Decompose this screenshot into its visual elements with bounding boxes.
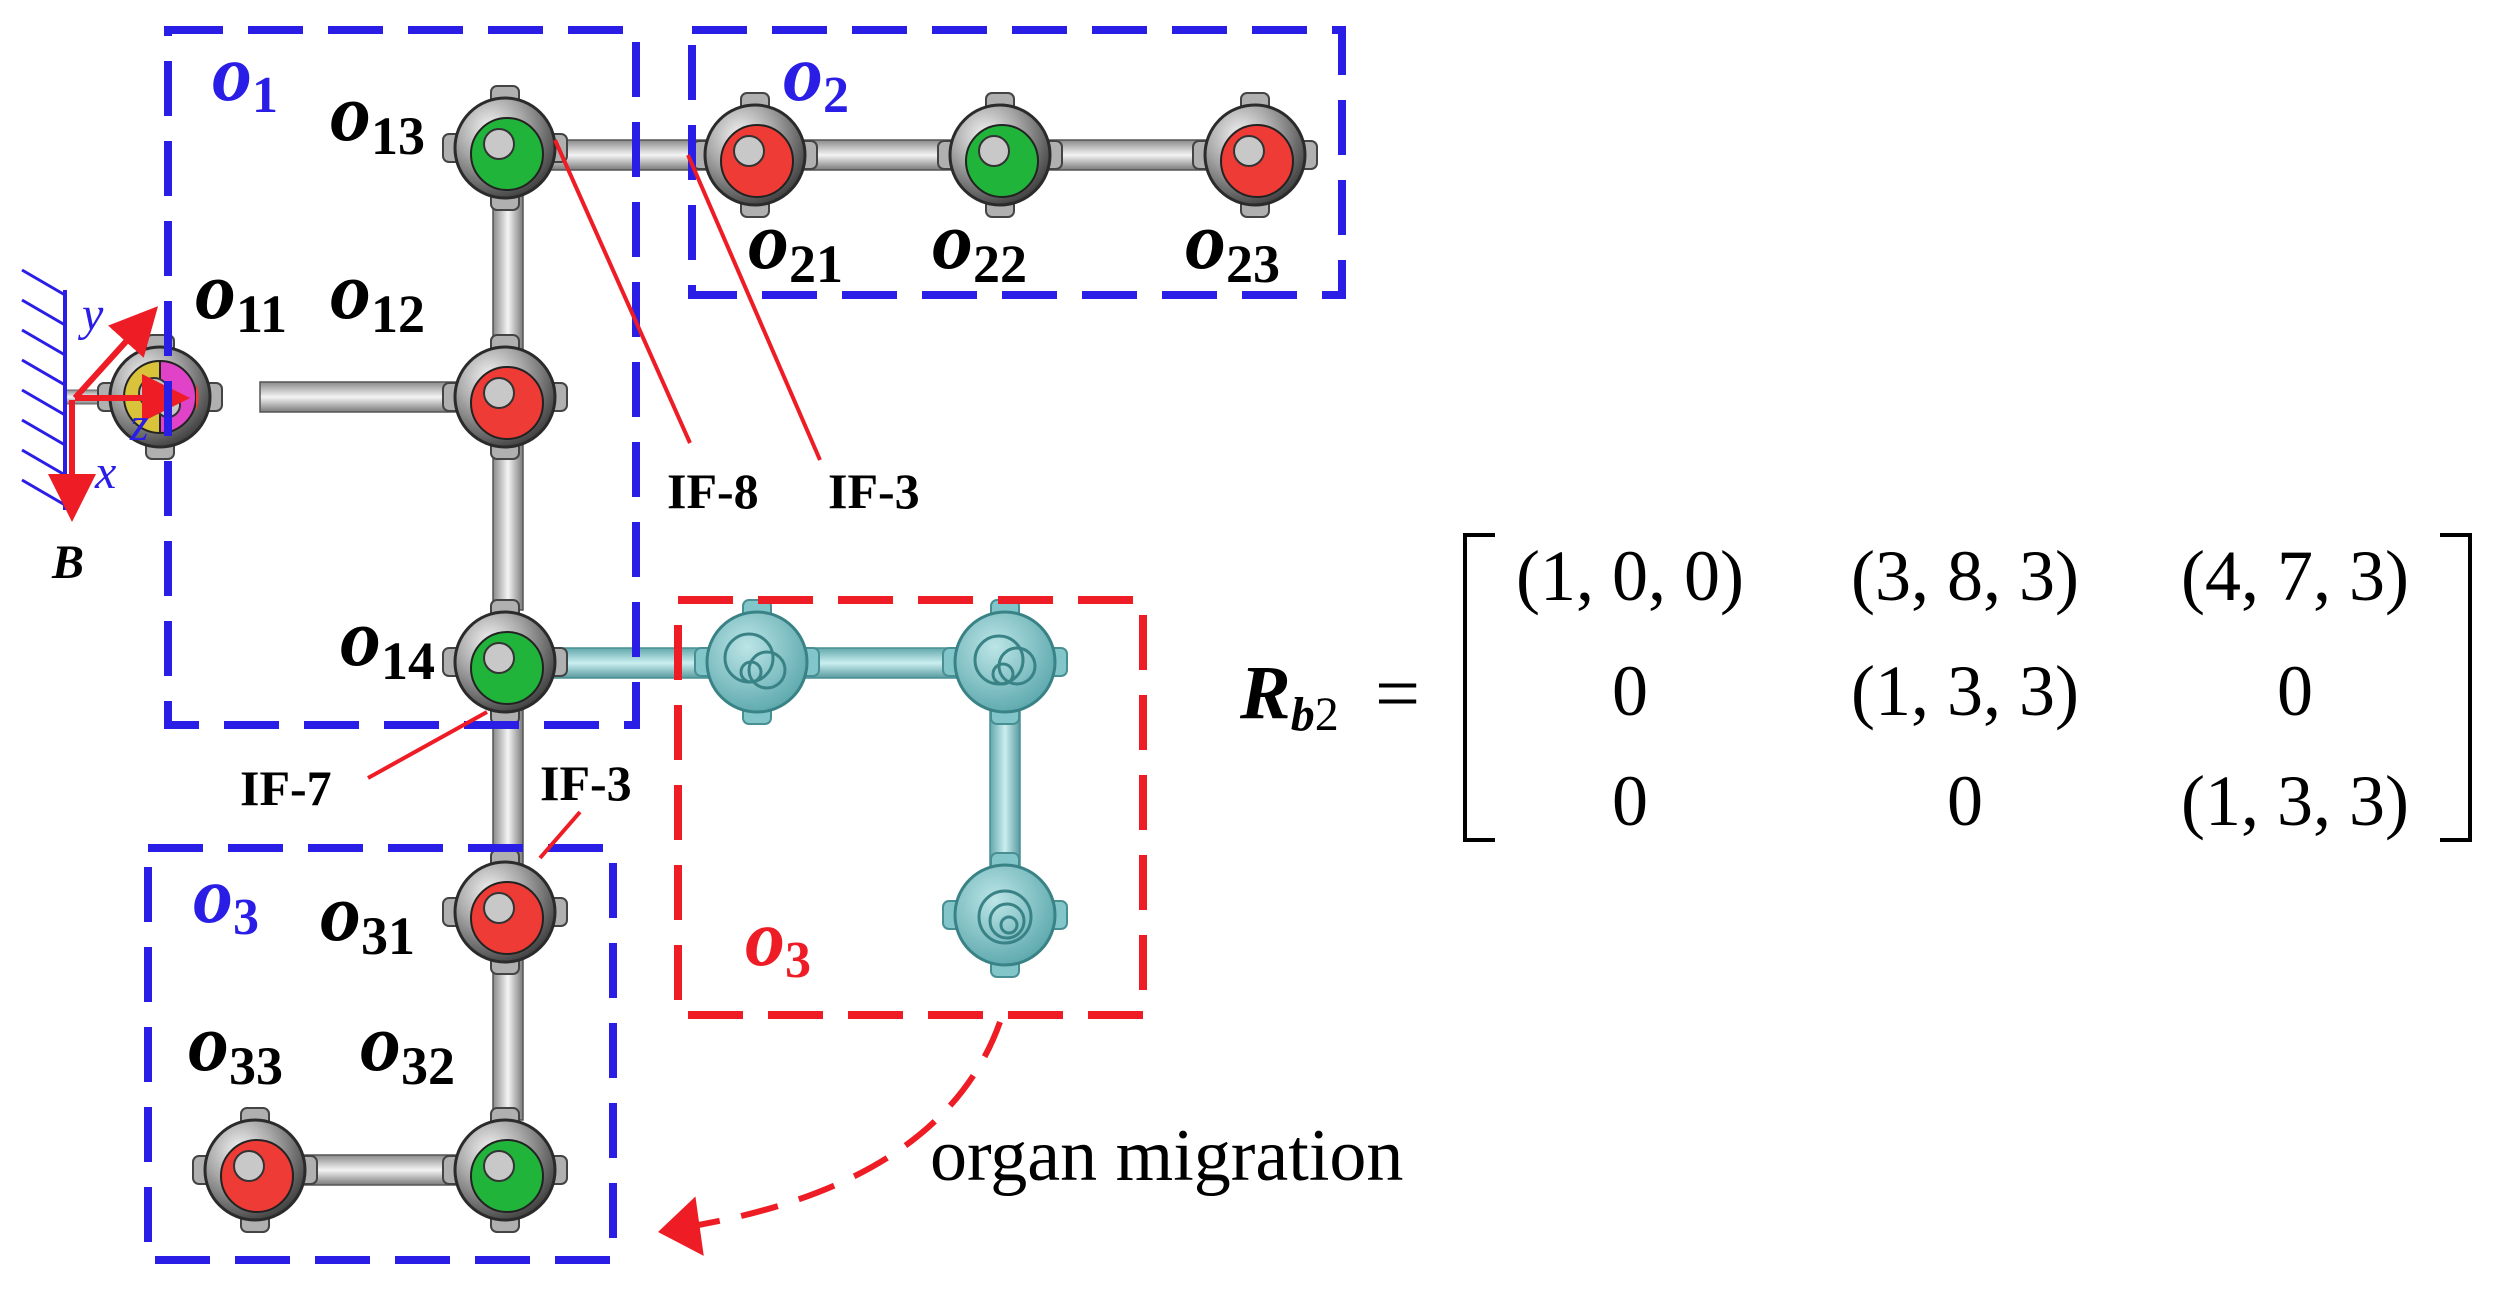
fixed-base: y z x B xyxy=(21,268,190,589)
migration-arrowhead xyxy=(658,1196,704,1256)
interface-label-if7: IF-7 xyxy=(240,760,332,816)
module-label-o13: o13 xyxy=(330,67,425,166)
group-box-o3 xyxy=(144,844,617,1264)
matrix-cell-r3-c1: 0 xyxy=(1612,761,1648,841)
leader-if3-top xyxy=(686,154,822,461)
module-label-o12: o12 xyxy=(330,245,425,344)
leader-if7 xyxy=(367,710,488,780)
matrix-cell-r2-c2: (1, 3, 3) xyxy=(1851,651,2079,731)
axis-x-label: x xyxy=(94,446,116,499)
module-label-o33: o33 xyxy=(188,997,283,1096)
migrated-organ-ghost xyxy=(544,599,1068,978)
matrix-left-bracket xyxy=(1463,533,1495,842)
module-label-o22: o22 xyxy=(932,195,1027,294)
matrix-equals: = xyxy=(1375,650,1420,738)
leader-if8 xyxy=(553,139,692,444)
matrix-cells: (1, 0, 0) (3, 8, 3) (4, 7, 3) 0 (1, 3, 3) 0 0 0… xyxy=(1516,536,2409,841)
rod-o21-o22 xyxy=(794,139,966,171)
ghost-module-1 xyxy=(694,599,820,725)
axis-z-label: z xyxy=(129,398,149,451)
module-o32 xyxy=(442,1107,568,1233)
wall-hatching xyxy=(21,268,66,507)
leader-if3-bottom xyxy=(538,810,582,860)
matrix-cell-r2-c3: 0 xyxy=(2277,651,2313,731)
migration-label: organ migration xyxy=(930,1115,1403,1197)
matrix-cell-r3-c2: 0 xyxy=(1947,761,1983,841)
module-o13 xyxy=(442,85,568,211)
module-o33 xyxy=(192,1107,318,1233)
ghost-rod-g2-g3 xyxy=(989,699,1021,881)
matrix-cell-r1-c2: (3, 8, 3) xyxy=(1851,536,2079,616)
matrix-cell-r2-c1: 0 xyxy=(1612,651,1648,731)
axis-y-arrow xyxy=(72,306,159,401)
module-labels: o11 o12 o13 o14 o21 o22 o23 o31 o32 o33 xyxy=(188,67,1280,1096)
module-o12 xyxy=(442,334,568,460)
interface-label-if3-bottom: IF-3 xyxy=(540,755,632,811)
group-label-o2: o2 xyxy=(783,30,849,124)
module-label-o31: o31 xyxy=(320,867,415,966)
group-box-o1 xyxy=(164,26,640,729)
interface-label-if3-top: IF-3 xyxy=(828,463,920,519)
modules-layer xyxy=(97,85,1318,1233)
ghost-module-3 xyxy=(942,852,1068,978)
group-label-o3: o3 xyxy=(193,852,259,946)
module-label-o11: o11 xyxy=(195,245,287,344)
group-label-o1: o1 xyxy=(212,30,278,124)
matrix-right-bracket xyxy=(2440,533,2472,842)
axis-y-label: y xyxy=(77,288,104,341)
rod-o12-o14 xyxy=(492,439,524,611)
module-label-o32: o32 xyxy=(360,997,455,1096)
matrix-name: Rb2 xyxy=(1239,651,1339,741)
matrix-equation: Rb2 = (1, 0, 0) (3, 8, 3) (4, 7, 3) 0 (1, 3,… xyxy=(1239,533,2472,842)
module-o14 xyxy=(442,599,568,725)
migration-curve xyxy=(667,1020,1003,1233)
group-box-o3-migrated xyxy=(674,596,1147,1019)
module-label-o21: o21 xyxy=(748,195,843,294)
module-label-o23: o23 xyxy=(1185,195,1280,294)
interface-annotations: IF-8 IF-3 IF-7 IF-3 xyxy=(240,139,920,860)
group-label-o3-migrated: o3 xyxy=(745,895,811,989)
base-frame-label: B xyxy=(51,536,84,589)
ghost-module-2 xyxy=(942,599,1068,725)
module-o21 xyxy=(692,92,818,218)
matrix-cell-r1-c3: (4, 7, 3) xyxy=(2181,536,2409,616)
module-o31 xyxy=(442,849,568,975)
group-labels: o1 o2 o3 o3 xyxy=(193,30,849,989)
matrix-cell-r1-c1: (1, 0, 0) xyxy=(1516,536,1744,616)
module-label-o14: o14 xyxy=(340,592,435,691)
module-o23 xyxy=(1192,92,1318,218)
organ-migration-arrow: organ migration xyxy=(658,1020,1403,1256)
interface-label-if8: IF-8 xyxy=(667,463,759,519)
module-o22 xyxy=(937,92,1063,218)
matrix-cell-r3-c3: (1, 3, 3) xyxy=(2181,761,2409,841)
